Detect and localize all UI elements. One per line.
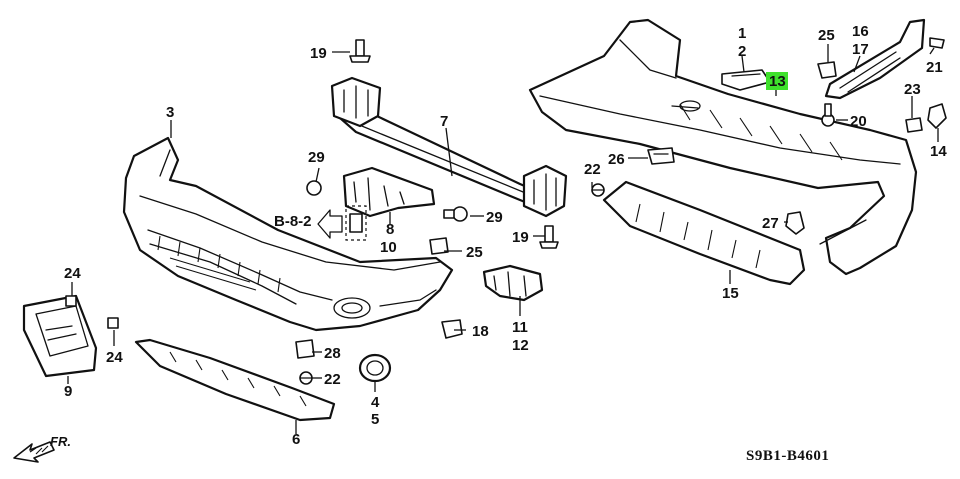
callout-21: 21 — [926, 59, 943, 76]
bolt-19-bottom[interactable] — [539, 225, 559, 249]
callout-22-rear: 22 — [584, 161, 601, 178]
callout-23: 23 — [904, 81, 921, 98]
callout-18: 18 — [472, 323, 489, 340]
callout-10: 10 — [380, 239, 397, 256]
screw-22-rear[interactable] — [591, 183, 605, 197]
front-fender-bracket[interactable] — [482, 264, 544, 302]
ref-clip[interactable] — [345, 205, 367, 241]
front-side-bracket[interactable] — [342, 166, 436, 218]
screw-21[interactable] — [929, 37, 945, 49]
screw-23[interactable] — [905, 117, 923, 133]
license-plate-base[interactable] — [22, 294, 98, 378]
callout-16: 16 — [852, 23, 869, 40]
callout-8: 8 — [386, 221, 394, 238]
rear-bumper-face[interactable] — [528, 18, 918, 276]
front-bumper-face[interactable] — [122, 136, 454, 332]
clip-25-rear[interactable] — [817, 61, 837, 79]
callout-5: 5 — [371, 411, 379, 428]
clip-25-front[interactable] — [429, 237, 449, 255]
screw-20[interactable] — [821, 103, 835, 127]
callout-26: 26 — [608, 151, 625, 168]
callout-13: 13 — [769, 73, 786, 90]
ref-arrow — [317, 209, 343, 239]
leader-lines — [67, 44, 939, 434]
clip-18[interactable] — [441, 319, 463, 339]
front-direction-arrow: FR. — [13, 434, 71, 463]
rear-lower-garnish[interactable] — [602, 180, 806, 286]
clip-28[interactable] — [295, 339, 315, 359]
callout-12: 12 — [512, 337, 529, 354]
clip-14[interactable] — [927, 103, 947, 129]
highlight-13 — [766, 72, 788, 90]
callout-3: 3 — [166, 104, 174, 121]
nut-24-upper[interactable] — [65, 295, 77, 307]
callout-9: 9 — [64, 383, 72, 400]
callout-22-front: 22 — [324, 371, 341, 388]
rear-bracket-plate[interactable] — [721, 69, 771, 91]
callout-28: 28 — [324, 345, 341, 362]
clip-27[interactable] — [785, 211, 805, 235]
callout-24-lower: 24 — [106, 349, 123, 366]
callout-4: 4 — [371, 394, 380, 411]
callout-19-top: 19 — [310, 45, 327, 62]
callout-29-left: 29 — [308, 149, 325, 166]
diagram-code: S9B1-B4601 — [746, 448, 829, 464]
callout-19-bottom: 19 — [512, 229, 529, 246]
callout-25-front: 25 — [466, 244, 483, 261]
screw-22-front[interactable] — [299, 371, 313, 385]
callout-27: 27 — [762, 215, 779, 232]
reference-label: B-8-2 — [274, 213, 312, 230]
callout-20: 20 — [850, 113, 867, 130]
callout-24-upper: 24 — [64, 265, 81, 282]
screw-29-right[interactable] — [443, 206, 468, 222]
callout-6: 6 — [292, 431, 300, 448]
callout-15: 15 — [722, 285, 739, 302]
nut-24-lower[interactable] — [107, 317, 119, 329]
front-direction-label: FR. — [50, 434, 71, 449]
callout-1: 1 — [738, 25, 746, 42]
rear-side-bracket[interactable] — [824, 18, 926, 100]
bolt-19-top[interactable] — [349, 39, 371, 63]
front-bumper-beam[interactable] — [330, 76, 568, 218]
clip-26[interactable] — [647, 147, 675, 165]
screw-29-left[interactable] — [306, 180, 322, 196]
callout-2: 2 — [738, 43, 746, 60]
callout-17: 17 — [852, 41, 869, 58]
callout-7: 7 — [440, 113, 448, 130]
callout-29-right: 29 — [486, 209, 503, 226]
callout-14: 14 — [930, 143, 947, 160]
callout-11: 11 — [512, 319, 528, 336]
fog-light-cover[interactable] — [358, 353, 392, 383]
front-lower-spoiler[interactable] — [134, 338, 336, 422]
callout-25-rear: 25 — [818, 27, 835, 44]
callout-labels: 3 7 19 19 29 29 25 8 10 11 12 18 28 22 4… — [64, 23, 947, 448]
